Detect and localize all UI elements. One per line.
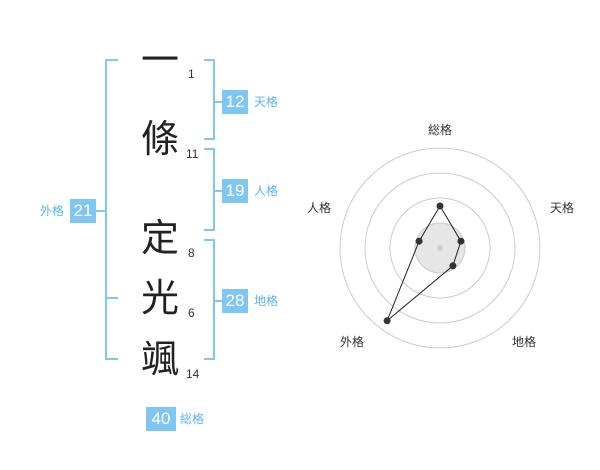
jinkaku-bracket (204, 148, 215, 231)
gaikaku-label: 外格 (40, 204, 65, 218)
radar-label-soukaku: 総格 (428, 122, 452, 137)
name-char-4: 光 (140, 276, 179, 320)
radar-point-tenkaku (457, 237, 465, 245)
radar-point-soukaku (436, 202, 444, 210)
gaikaku-value-badge: 21 (70, 199, 96, 223)
radar-point-chikaku (449, 262, 457, 270)
chikaku-label: 地格 (254, 294, 279, 308)
radar-label-tenkaku: 天格 (550, 200, 574, 215)
radar-point-jinkaku (415, 237, 423, 245)
outer-bracket (105, 59, 118, 360)
name-char-5: 颯 (140, 337, 179, 381)
stroke-count-3: 8 (188, 246, 195, 260)
name-char-2: 條 (140, 117, 179, 161)
name-char-3: 定 (140, 216, 179, 260)
radar-label-jinkaku: 人格 (307, 200, 331, 215)
radar-ring (339, 147, 541, 349)
radar-center (437, 245, 443, 251)
tenkaku-bracket (204, 59, 215, 140)
chikaku-value-badge: 28 (222, 289, 248, 313)
jinkaku-value-badge: 19 (222, 179, 248, 203)
tenkaku-value-badge: 12 (222, 90, 248, 114)
stroke-count-4: 6 (188, 306, 195, 320)
radar-label-gaikaku: 外格 (340, 334, 364, 349)
chikaku-bracket (204, 239, 215, 360)
stroke-count-5: 14 (186, 367, 200, 381)
radar-ring (364, 172, 516, 324)
radar-label-chikaku: 地格 (512, 334, 536, 349)
name-char-1: 一 (140, 38, 179, 82)
soukaku-value-badge: 40 (146, 407, 176, 431)
soukaku-label: 総格 (180, 412, 205, 426)
jinkaku-label: 人格 (254, 184, 279, 198)
tenkaku-label: 天格 (254, 95, 279, 109)
radar-polygon (386, 205, 462, 322)
stroke-count-2: 11 (186, 147, 199, 161)
stroke-count-1: 1 (188, 67, 195, 81)
radar-ring (389, 197, 491, 299)
radar-point-gaikaku (383, 317, 391, 325)
